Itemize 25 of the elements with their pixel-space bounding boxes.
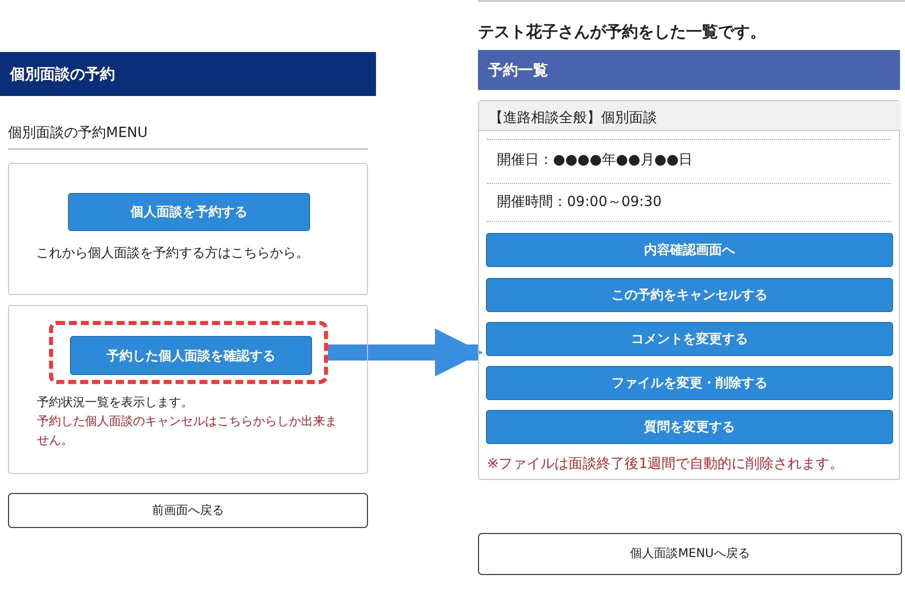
- cancel-button: この予約をキャンセルする: [486, 278, 893, 312]
- confirm-button: 予約した個人面談を確認する: [70, 336, 312, 375]
- date-text: 開催日：●●●●年●●月●●日: [497, 151, 693, 169]
- highlight-frame: [49, 321, 328, 384]
- arrow: [328, 328, 483, 376]
- description-text: 予約した個人面談のキャンセルはこちらからしか出来ません。: [37, 413, 337, 450]
- reservation-card: [478, 100, 900, 480]
- card-heading: 【進路相談全般】個別面談: [479, 101, 901, 131]
- description-text: これから個人面談を予約する方はこちらから。: [36, 245, 309, 262]
- section-header-bar: 予約一覧: [478, 50, 900, 90]
- detail-button: 内容確認画面へ: [486, 233, 893, 267]
- menu-card: [8, 163, 368, 295]
- comment-button: コメントを変更する: [486, 322, 893, 356]
- file-button: ファイルを変更・削除する: [486, 366, 893, 400]
- back-button: 個人面談MENUへ戻る: [478, 533, 902, 575]
- description-text: 予約状況一覧を表示します。: [37, 394, 193, 411]
- section-heading: 個別面談の予約MENU: [8, 124, 148, 142]
- page-header-bar: 個別面談の予約: [0, 52, 376, 96]
- back-button: 前画面へ戻る: [8, 493, 368, 528]
- question-button: 質問を変更する: [486, 410, 893, 444]
- reserve-button: 個人面談を予約する: [68, 193, 310, 231]
- menu-card: [8, 305, 368, 474]
- intro-text: テスト花子さんが予約をした一覧です。: [478, 22, 766, 43]
- note-text: ※ファイルは面談終了後1週間で自動的に削除されます。: [487, 455, 844, 473]
- time-text: 開催時間：09:00～09:30: [497, 193, 662, 211]
